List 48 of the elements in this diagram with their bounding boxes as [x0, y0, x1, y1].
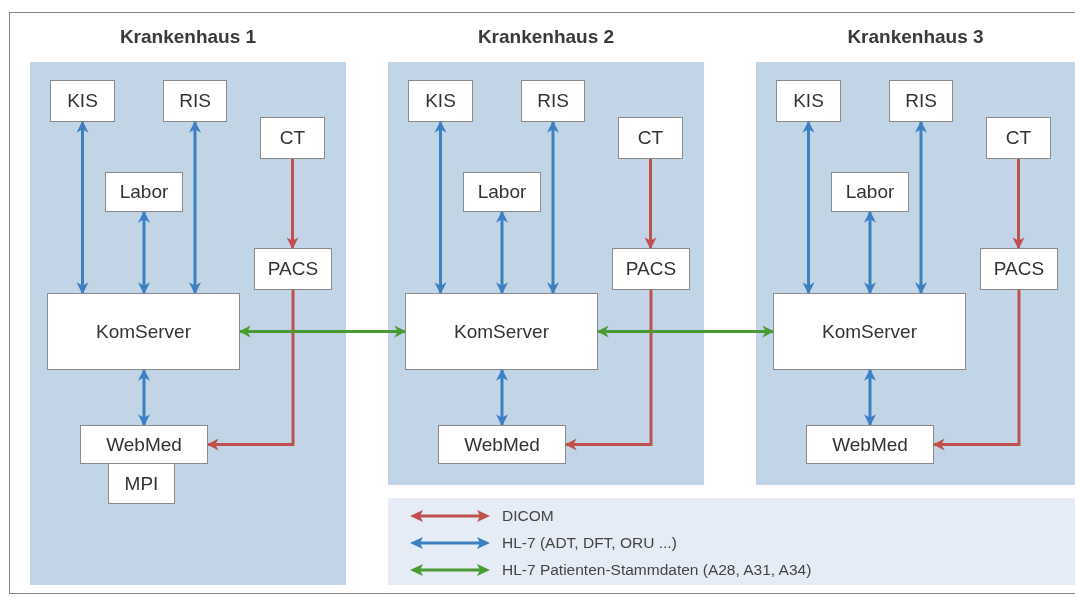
system-box: Labor	[105, 172, 183, 212]
system-box: KomServer	[773, 293, 966, 370]
arrow	[206, 290, 295, 451]
system-box: KIS	[776, 80, 841, 122]
arrow	[564, 290, 653, 451]
arrow	[138, 368, 150, 427]
system-box: KomServer	[405, 293, 598, 370]
system-box: CT	[618, 117, 683, 159]
system-box: MPI	[108, 463, 175, 504]
system-box: PACS	[254, 248, 332, 290]
arrow	[76, 120, 89, 295]
system-box: RIS	[163, 80, 227, 122]
arrow	[932, 290, 1021, 451]
arrow	[547, 120, 559, 295]
system-box: RIS	[521, 80, 585, 122]
arrow	[864, 210, 876, 295]
legend-text: HL-7 (ADT, DFT, ORU ...)	[502, 534, 677, 552]
system-box: KomServer	[47, 293, 240, 370]
arrow	[802, 120, 815, 295]
system-box: Labor	[463, 172, 541, 212]
system-box: PACS	[612, 248, 690, 290]
panel-heading: Krankenhaus 1	[118, 26, 258, 48]
panel-heading: Krankenhaus 3	[846, 26, 985, 48]
system-box: CT	[260, 117, 325, 159]
arrow	[286, 159, 299, 250]
arrow	[915, 120, 927, 295]
legend-text: DICOM	[502, 507, 554, 525]
system-box: WebMed	[438, 425, 566, 464]
system-box: Labor	[831, 172, 909, 212]
arrow	[864, 368, 876, 427]
system-box: KIS	[50, 80, 115, 122]
arrow	[1012, 159, 1025, 250]
arrow	[644, 159, 657, 250]
system-box: WebMed	[806, 425, 934, 464]
system-box: KIS	[408, 80, 473, 122]
arrow	[434, 120, 447, 295]
system-box: WebMed	[80, 425, 208, 464]
system-box: PACS	[980, 248, 1058, 290]
arrow	[138, 210, 150, 295]
system-box: CT	[986, 117, 1051, 159]
legend-text: HL-7 Patienten-Stammdaten (A28, A31, A34)	[502, 561, 812, 579]
arrow	[189, 120, 201, 295]
system-box: RIS	[889, 80, 953, 122]
arrow	[596, 325, 775, 338]
arrow	[238, 325, 407, 338]
panel-heading: Krankenhaus 2	[476, 26, 616, 48]
arrow	[496, 368, 508, 427]
arrow	[496, 210, 508, 295]
